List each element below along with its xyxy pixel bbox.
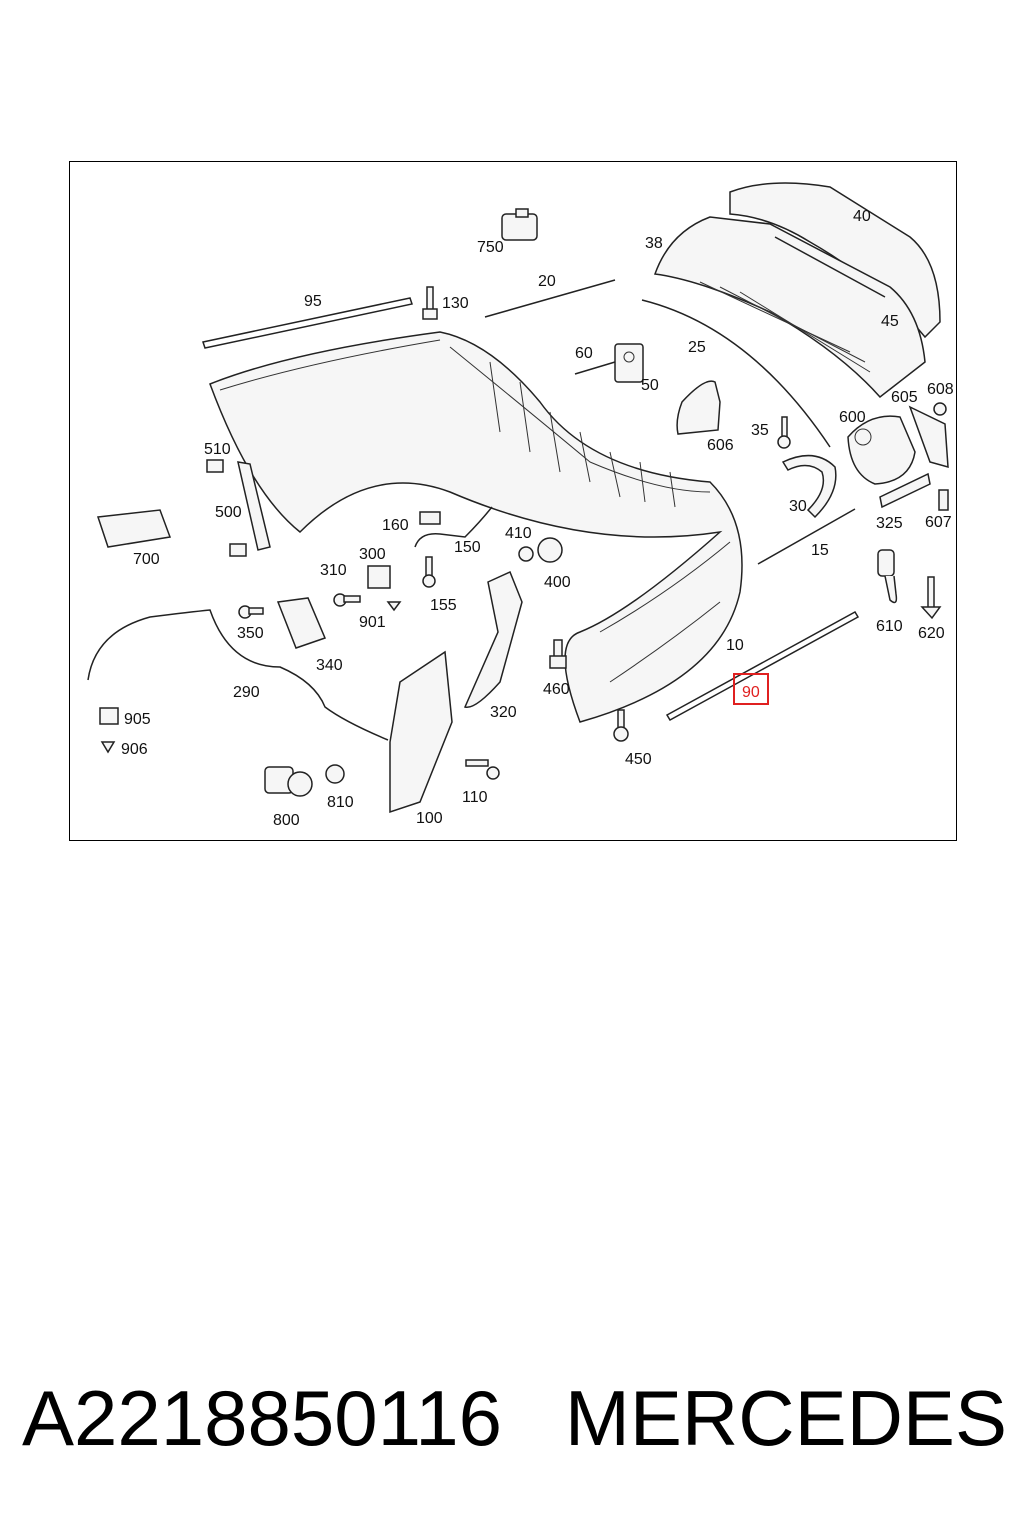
label-320[interactable]: 320 — [490, 704, 517, 721]
part-15-shape — [757, 508, 856, 565]
parts-diagram: 750 40 38 20 95 130 45 25 60 50 605 608 … — [87, 182, 954, 829]
label-110[interactable]: 110 — [462, 789, 488, 806]
label-620[interactable]: 620 — [918, 625, 945, 642]
part-90-shape — [665, 610, 860, 722]
label-60[interactable]: 60 — [575, 345, 593, 362]
part-600-shape — [847, 415, 916, 485]
part-605-shape — [908, 405, 949, 469]
label-45[interactable]: 45 — [881, 313, 899, 330]
part-310-shape — [333, 593, 361, 607]
part-340-shape — [276, 597, 327, 649]
part-60-shape — [574, 361, 616, 375]
part-400-shape — [537, 537, 563, 563]
label-906[interactable]: 906 — [121, 741, 148, 758]
label-25[interactable]: 25 — [688, 339, 706, 356]
part-901-shape — [386, 601, 402, 612]
label-300[interactable]: 300 — [359, 546, 386, 563]
label-605[interactable]: 605 — [891, 389, 918, 406]
label-500[interactable]: 500 — [215, 504, 242, 521]
part-50-shape — [614, 343, 644, 383]
part-460-shape — [549, 639, 567, 669]
part-155-shape — [422, 556, 436, 588]
part-905-shape — [99, 707, 119, 725]
label-155[interactable]: 155 — [430, 597, 457, 614]
parts-diagram-frame: 750 40 38 20 95 130 45 25 60 50 605 608 … — [69, 161, 957, 841]
part-610-shape — [877, 549, 898, 604]
part-95-shape — [202, 297, 413, 349]
part-290-shape — [87, 609, 389, 741]
part-300-shape — [367, 565, 391, 589]
label-450[interactable]: 450 — [625, 751, 652, 768]
part-160-shape — [419, 511, 441, 525]
label-350[interactable]: 350 — [237, 625, 264, 642]
label-606[interactable]: 606 — [707, 437, 734, 454]
label-10[interactable]: 10 — [726, 637, 744, 654]
part-20-shape — [484, 279, 616, 318]
brand-name: MERCEDES — [564, 1373, 1007, 1462]
part-number: A2218850116 — [22, 1373, 503, 1462]
label-95[interactable]: 95 — [304, 293, 322, 310]
label-600[interactable]: 600 — [839, 409, 866, 426]
part-510-shape-lower — [229, 543, 247, 557]
part-38-shape — [653, 216, 926, 399]
label-90[interactable]: 90 — [742, 684, 760, 701]
part-320-shape — [463, 570, 523, 709]
part-10-bumper-cover-shape — [209, 331, 743, 723]
part-30-shape — [781, 454, 837, 519]
label-400[interactable]: 400 — [544, 574, 571, 591]
part-410-shape — [518, 546, 534, 562]
part-130-shape — [422, 286, 438, 320]
label-905[interactable]: 905 — [124, 711, 151, 728]
label-50[interactable]: 50 — [641, 377, 659, 394]
label-340[interactable]: 340 — [316, 657, 343, 674]
part-510-shape-upper — [206, 459, 224, 473]
part-45-shape — [774, 236, 886, 298]
label-700[interactable]: 700 — [133, 551, 160, 568]
part-608-shape — [933, 402, 947, 416]
label-130[interactable]: 130 — [442, 295, 469, 312]
part-906-shape — [100, 741, 116, 754]
highlight-box-part-90 — [733, 673, 769, 705]
label-901[interactable]: 901 — [359, 614, 386, 631]
label-607[interactable]: 607 — [925, 514, 952, 531]
part-700-shape — [96, 509, 172, 548]
part-450-shape — [613, 709, 629, 742]
label-150[interactable]: 150 — [454, 539, 481, 556]
label-20[interactable]: 20 — [538, 273, 556, 290]
label-35[interactable]: 35 — [751, 422, 769, 439]
label-510-upper[interactable]: 510 — [204, 441, 231, 458]
label-30[interactable]: 30 — [789, 498, 807, 515]
label-800[interactable]: 800 — [273, 812, 300, 829]
label-460[interactable]: 460 — [543, 681, 570, 698]
part-100-shape — [389, 650, 453, 814]
part-25-shape — [641, 299, 831, 448]
part-800-shape — [264, 766, 313, 797]
label-38[interactable]: 38 — [645, 235, 663, 252]
part-607-shape — [938, 489, 949, 511]
part-325-shape — [879, 472, 931, 509]
label-40[interactable]: 40 — [853, 208, 871, 225]
label-100[interactable]: 100 — [416, 810, 443, 827]
label-325[interactable]: 325 — [876, 515, 903, 532]
label-750[interactable]: 750 — [477, 239, 504, 256]
part-110-shape — [465, 759, 500, 780]
part-810-shape — [325, 764, 345, 784]
part-750-shape — [501, 208, 538, 241]
label-410[interactable]: 410 — [505, 525, 532, 542]
footer-caption: A2218850116 MERCEDES — [22, 1368, 1007, 1468]
label-15[interactable]: 15 — [811, 542, 829, 559]
part-350-shape — [238, 605, 264, 619]
label-160[interactable]: 160 — [382, 517, 409, 534]
label-608[interactable]: 608 — [927, 381, 954, 398]
label-610[interactable]: 610 — [876, 618, 903, 635]
part-500-shape — [237, 461, 271, 551]
label-310[interactable]: 310 — [320, 562, 347, 579]
part-606-shape — [676, 380, 721, 435]
part-150-shape — [414, 506, 493, 548]
part-620-shape — [920, 576, 942, 620]
label-810[interactable]: 810 — [327, 794, 354, 811]
part-35-shape — [777, 416, 791, 449]
label-290[interactable]: 290 — [233, 684, 260, 701]
